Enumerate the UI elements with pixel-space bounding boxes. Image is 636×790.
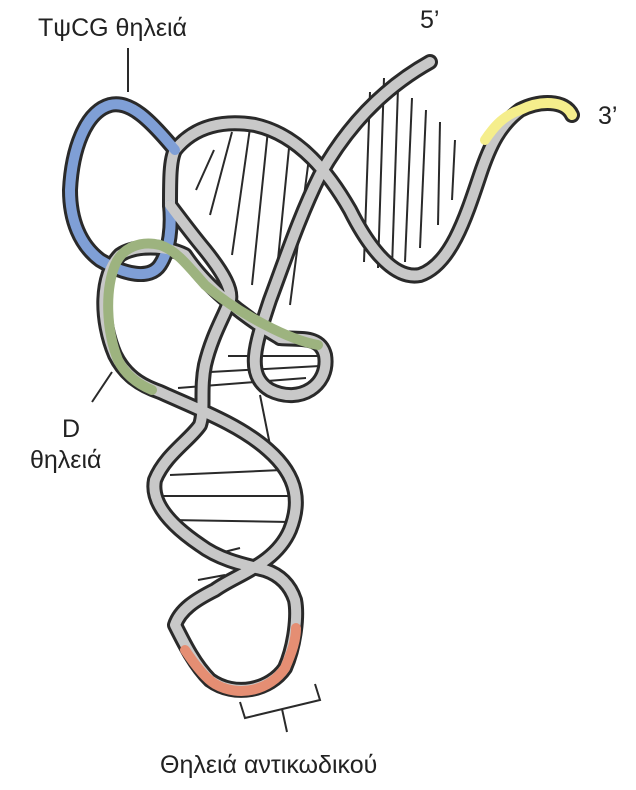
tpsi-stem-rung (196, 150, 214, 190)
d-stem-rung (210, 366, 320, 372)
tpsi-stem-rung (210, 132, 232, 215)
three-prime-label: 3’ (598, 102, 617, 130)
anticodon-stem-rung (170, 470, 282, 475)
d-loop-label-line2: θηλειά (30, 446, 101, 474)
acceptor-stem-rung (438, 122, 440, 225)
d-loop-label-line1: D (62, 415, 80, 443)
d-loop-leader (92, 372, 112, 402)
acceptor-stem-rung (405, 98, 412, 262)
acceptor-stem-rung (452, 140, 455, 200)
tpsi-loop-label: TψCG θηλειά (38, 14, 187, 42)
anticodon-stem-rung (170, 520, 290, 522)
anticodon-leader (282, 709, 287, 732)
acceptor-stem-rung (392, 88, 398, 268)
acceptor-stem-rung (420, 110, 426, 248)
tpsi-stem-rung (232, 128, 250, 255)
tpsi-stem-rung (252, 130, 268, 285)
anticodon-loop-label: Θηλειά αντικωδικού (160, 751, 377, 779)
five-prime-label: 5’ (420, 6, 439, 34)
